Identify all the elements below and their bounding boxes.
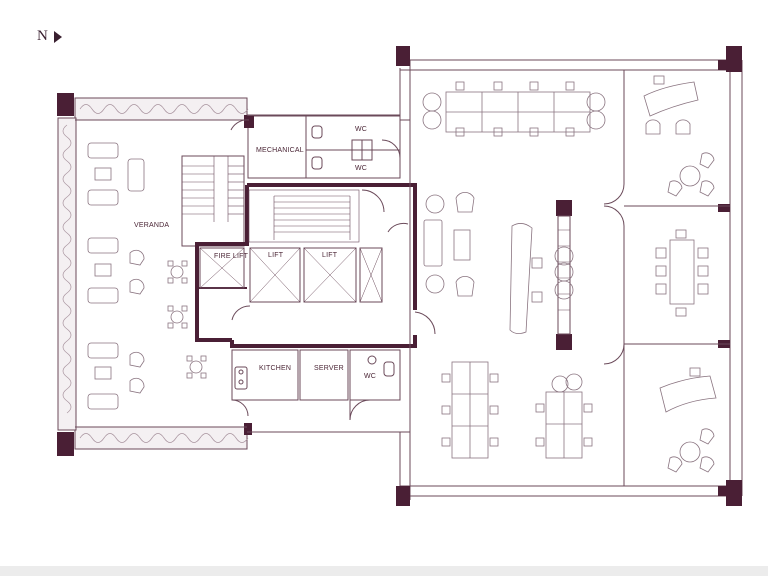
office-area [396,46,743,506]
north-indicator: N [37,28,62,45]
veranda-area [57,93,252,456]
room-label-fire-lift: FIRE LIFT [214,253,249,260]
room-label-wc-top-1: WC [355,126,367,133]
room-label-kitchen: KITCHEN [259,365,291,372]
room-label-wc-bottom: WC [364,373,376,380]
north-arrow-icon [53,30,62,43]
room-label-lift-1: LIFT [268,252,284,259]
room-label-server: SERVER [314,365,344,372]
service-core [181,68,436,500]
room-label-wc-top-2: WC [355,165,367,172]
room-label-lift-2: LIFT [322,252,338,259]
room-label-mechanical: MECHANICAL [256,147,304,154]
north-label: N [37,28,48,44]
bottom-strip [0,566,768,576]
room-label-veranda: VERANDA [134,222,169,229]
